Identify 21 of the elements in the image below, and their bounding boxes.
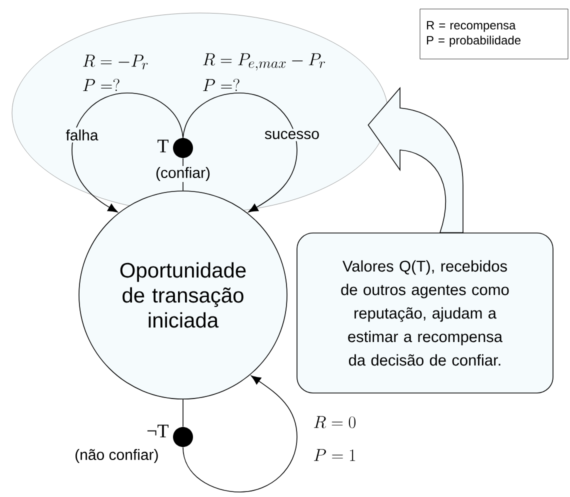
arrow bbox=[182, 92, 298, 212]
ellipse-region bbox=[12, 12, 388, 214]
action-dot bbox=[173, 427, 193, 447]
block-arrow bbox=[368, 88, 464, 233]
formula: $P = ?$ bbox=[83, 78, 120, 91]
formula: $R = -P_r$ bbox=[83, 54, 148, 70]
formula: $R = 0$ bbox=[314, 416, 356, 428]
action-label: ¬T bbox=[147, 424, 168, 438]
callout-box: Valores Q(T), recebidos de outros agentes como reputação, ajudam a estimar a recompensa da decisão de confiar. bbox=[296, 232, 554, 394]
key-box: R = recompensa P = probabilidade bbox=[420, 8, 568, 60]
action-label: (confiar) bbox=[154, 166, 212, 182]
action-dot bbox=[173, 138, 193, 158]
edge-label: falha bbox=[64, 128, 100, 142]
formula: $P = 1$ bbox=[314, 449, 356, 461]
edge-label: sucesso bbox=[262, 128, 322, 142]
formula: $P = ?$ bbox=[203, 78, 240, 91]
formula: $R = P_{e,max} - P_r$ bbox=[203, 53, 326, 71]
arrow bbox=[72, 92, 184, 212]
action-label: T bbox=[158, 140, 168, 152]
arrow bbox=[182, 375, 298, 492]
action-label: (não confiar) bbox=[76, 449, 158, 463]
